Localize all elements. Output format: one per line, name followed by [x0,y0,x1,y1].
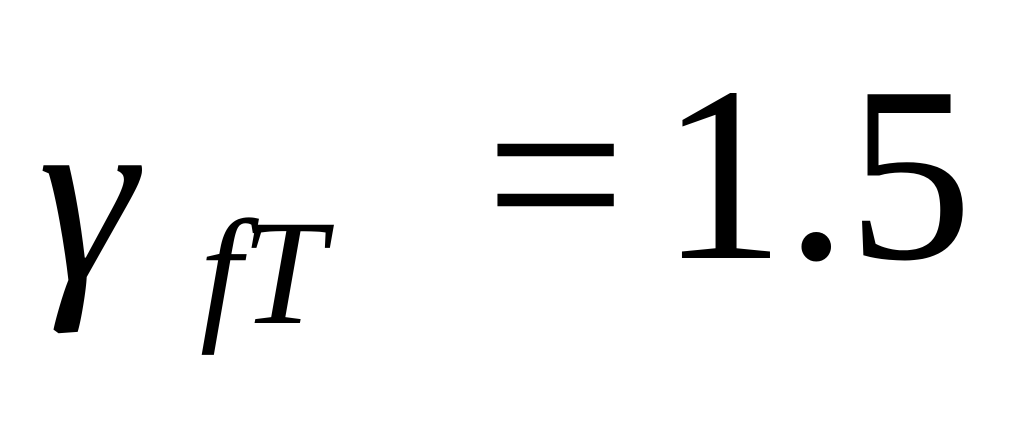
formula-symbol: γ [38,58,137,335]
formula-operator: = [485,36,626,313]
formula-subscript: fT [200,190,326,356]
formula-value: 1.5 [660,36,973,313]
